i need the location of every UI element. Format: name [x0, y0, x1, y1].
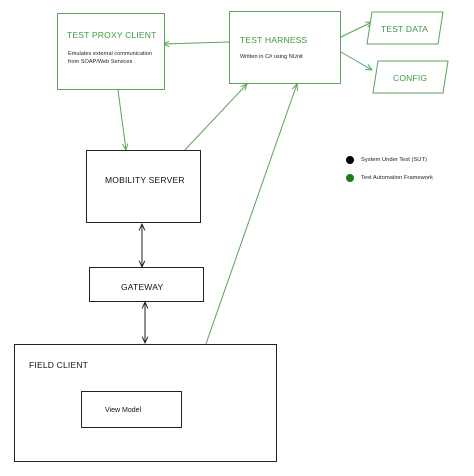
- test-proxy-client-description-line1: Emulates external communication: [68, 51, 152, 57]
- test-proxy-client-box: TEST PROXY CLIENT Emulates external comm…: [57, 13, 165, 90]
- test-harness-title: TEST HARNESS: [240, 35, 308, 45]
- arrow-harness-to-config: [340, 51, 372, 70]
- legend-item-sut: System Under Test (SUT): [346, 156, 427, 164]
- legend-label-framework: Test Automation Framework: [361, 175, 433, 181]
- mobility-server-title: MOBILITY SERVER: [105, 175, 185, 185]
- test-harness-box: TEST HARNESS Written in C# using NUnit: [229, 11, 341, 84]
- arrow-proxy-to-mobility-server: [117, 89, 126, 150]
- view-model-title: View Model: [105, 407, 142, 414]
- test-proxy-client-description-line2: from SOAP/Web Services: [68, 59, 133, 65]
- test-data-shape: [366, 11, 444, 45]
- green-dot-icon: [346, 174, 354, 182]
- config-label: CONFIG: [393, 73, 428, 83]
- gateway-title: GATEWAY: [121, 282, 164, 292]
- legend-label-sut: System Under Test (SUT): [361, 157, 427, 163]
- legend-item-framework: Test Automation Framework: [346, 174, 433, 182]
- config-shape: [372, 60, 449, 94]
- gateway-box: GATEWAY: [89, 267, 204, 302]
- black-dot-icon: [346, 156, 354, 164]
- field-client-title: FIELD CLIENT: [29, 360, 89, 370]
- mobility-server-box: MOBILITY SERVER: [86, 150, 201, 223]
- arrow-harness-to-proxy: [163, 42, 230, 44]
- view-model-box: View Model: [81, 391, 182, 428]
- test-proxy-client-title: TEST PROXY CLIENT: [67, 30, 157, 40]
- test-harness-description: Written in C# using NUnit: [240, 54, 303, 60]
- arrow-mobility-server-to-harness: [182, 84, 247, 153]
- test-data-label: TEST DATA: [381, 24, 429, 34]
- arrow-harness-to-test-data: [340, 22, 372, 38]
